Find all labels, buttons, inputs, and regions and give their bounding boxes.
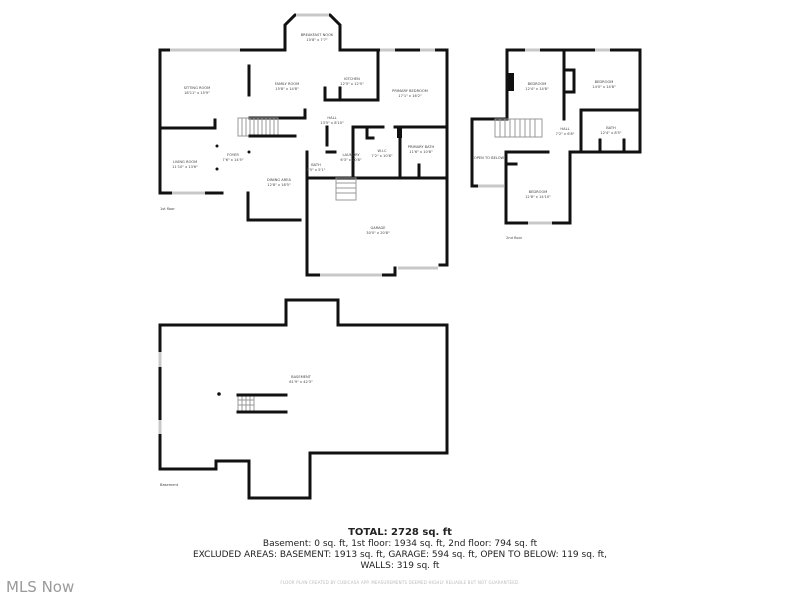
- room-dims-wic: 7'2" x 10'8": [371, 154, 392, 158]
- room-name-family-room: FAMILY ROOM: [275, 82, 299, 86]
- room-dims-primary-bedroom: 17'1" x 16'2": [398, 94, 422, 98]
- area-breakdown: Basement: 0 sq. ft, 1st floor: 1934 sq. …: [262, 539, 538, 549]
- first-floor-plan: BREAKFAST NOOK 10'8" x 7'7" SITTING ROOM…: [158, 13, 449, 277]
- room-name-kitchen: KITCHEN: [344, 77, 360, 81]
- room-dims-living-room: 11'10" x 13'6": [172, 165, 198, 169]
- floor-label-basement: Basement: [160, 483, 179, 487]
- room-dims-garage: 30'0" x 20'8": [366, 231, 390, 235]
- room-dims-basement: 61'9" x 42'3": [289, 380, 313, 384]
- room-name-2nd-bath: BATH: [606, 126, 616, 130]
- room-dims-dining-area: 12'8" x 18'5": [267, 183, 291, 187]
- room-dims-breakfast-nook: 10'8" x 7'7": [306, 38, 327, 42]
- room-name-sitting-room: SITTING ROOM: [184, 86, 211, 90]
- room-name-primary-bath: PRIMARY BATH: [408, 145, 435, 149]
- room-name-open-to-below: OPEN TO BELOW: [474, 156, 505, 160]
- room-dims-2nd-hall: 7'2" x 6'8": [556, 132, 575, 136]
- room-name-bath: BATH: [311, 163, 321, 167]
- mls-now-watermark: MLS Now: [6, 578, 75, 596]
- room-name-bedroom-2: BEDROOM: [595, 80, 614, 84]
- room-name-living-room: LIVING ROOM: [173, 160, 197, 164]
- room-name-bedroom-3: BEDROOM: [529, 190, 548, 194]
- room-name-basement: BASEMENT: [291, 375, 312, 379]
- room-name-hall: HALL: [327, 116, 336, 120]
- disclaimer: FLOOR PLAN CREATED BY CUBICASA APP. MEAS…: [280, 580, 520, 585]
- room-name-bedroom-1: BEDROOM: [528, 82, 547, 86]
- room-dims-2nd-bath: 12'4" x 8'5": [600, 131, 621, 135]
- room-name-breakfast-nook: BREAKFAST NOOK: [301, 33, 334, 37]
- room-dims-sitting-room: 18'11" x 15'9": [184, 91, 210, 95]
- floor-label-first: 1st floor: [160, 207, 175, 211]
- room-dims-bedroom-3: 12'8" x 14'10": [525, 195, 551, 199]
- room-dims-bath: 6'5" x 5'1": [307, 168, 326, 172]
- room-dims-bedroom-1: 12'4" x 14'8": [525, 87, 549, 91]
- room-name-laundry: LAUNDRY: [342, 153, 360, 157]
- floor-label-second: 2nd floor: [506, 236, 523, 240]
- basement-plan: BASEMENT 61'9" x 42'3" Basement: [158, 298, 449, 500]
- total-area: TOTAL: 2728 sq. ft: [348, 527, 452, 538]
- room-name-primary-bedroom: PRIMARY BEDROOM: [392, 89, 428, 93]
- room-name-foyer: FOYER: [227, 153, 239, 157]
- room-name-wic: W.I.C: [378, 149, 387, 153]
- room-dims-kitchen: 12'5" x 12'5": [340, 82, 364, 86]
- room-dims-family-room: 15'8" x 14'8": [275, 87, 299, 91]
- second-floor-plan: BEDROOM 12'4" x 14'8" BEDROOM 14'0" x 14…: [470, 48, 642, 240]
- room-dims-bedroom-2: 14'0" x 14'8": [592, 85, 616, 89]
- room-dims-hall: 13'5" x 8'10": [320, 121, 344, 125]
- room-name-2nd-hall: HALL: [560, 127, 569, 131]
- room-dims-foyer: 7'6" x 14'5": [222, 158, 243, 162]
- room-name-dining-area: DINING AREA: [267, 178, 291, 182]
- walls-area: WALLS: 319 sq. ft: [360, 561, 440, 571]
- room-name-garage: GARAGE: [370, 226, 386, 230]
- room-dims-primary-bath: 11'6" x 10'8": [409, 150, 433, 154]
- excluded-areas: EXCLUDED AREAS: BASEMENT: 1913 sq. ft, G…: [192, 550, 608, 560]
- room-dims-laundry: 6'3" x 10'8": [340, 158, 361, 162]
